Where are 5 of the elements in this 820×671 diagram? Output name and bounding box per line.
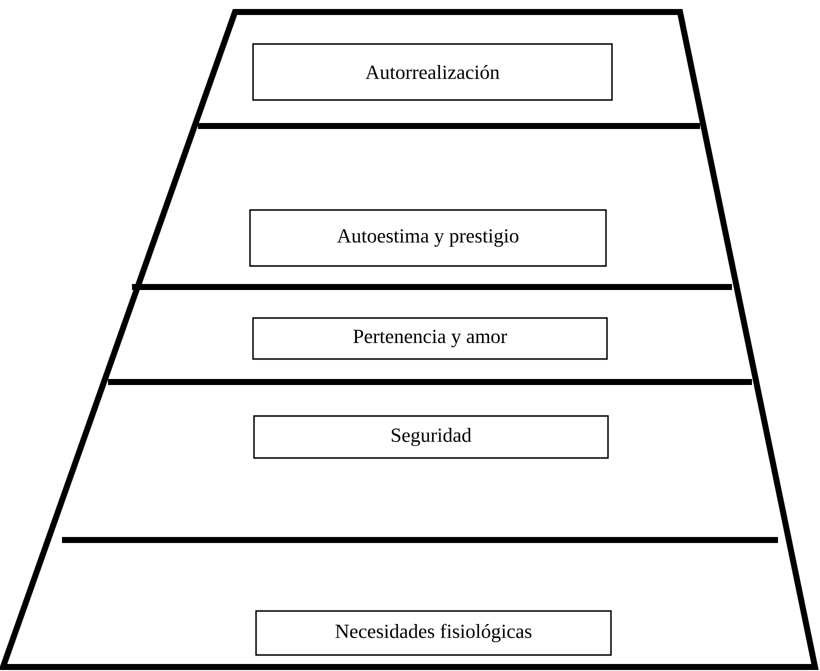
level-box: Autoestima y prestigio — [249, 209, 607, 267]
level-box: Seguridad — [253, 415, 609, 459]
level-box: Necesidades fisiológicas — [255, 610, 612, 656]
level-box: Pertenencia y amor — [252, 317, 608, 360]
level-box: Autorrealización — [252, 43, 613, 101]
